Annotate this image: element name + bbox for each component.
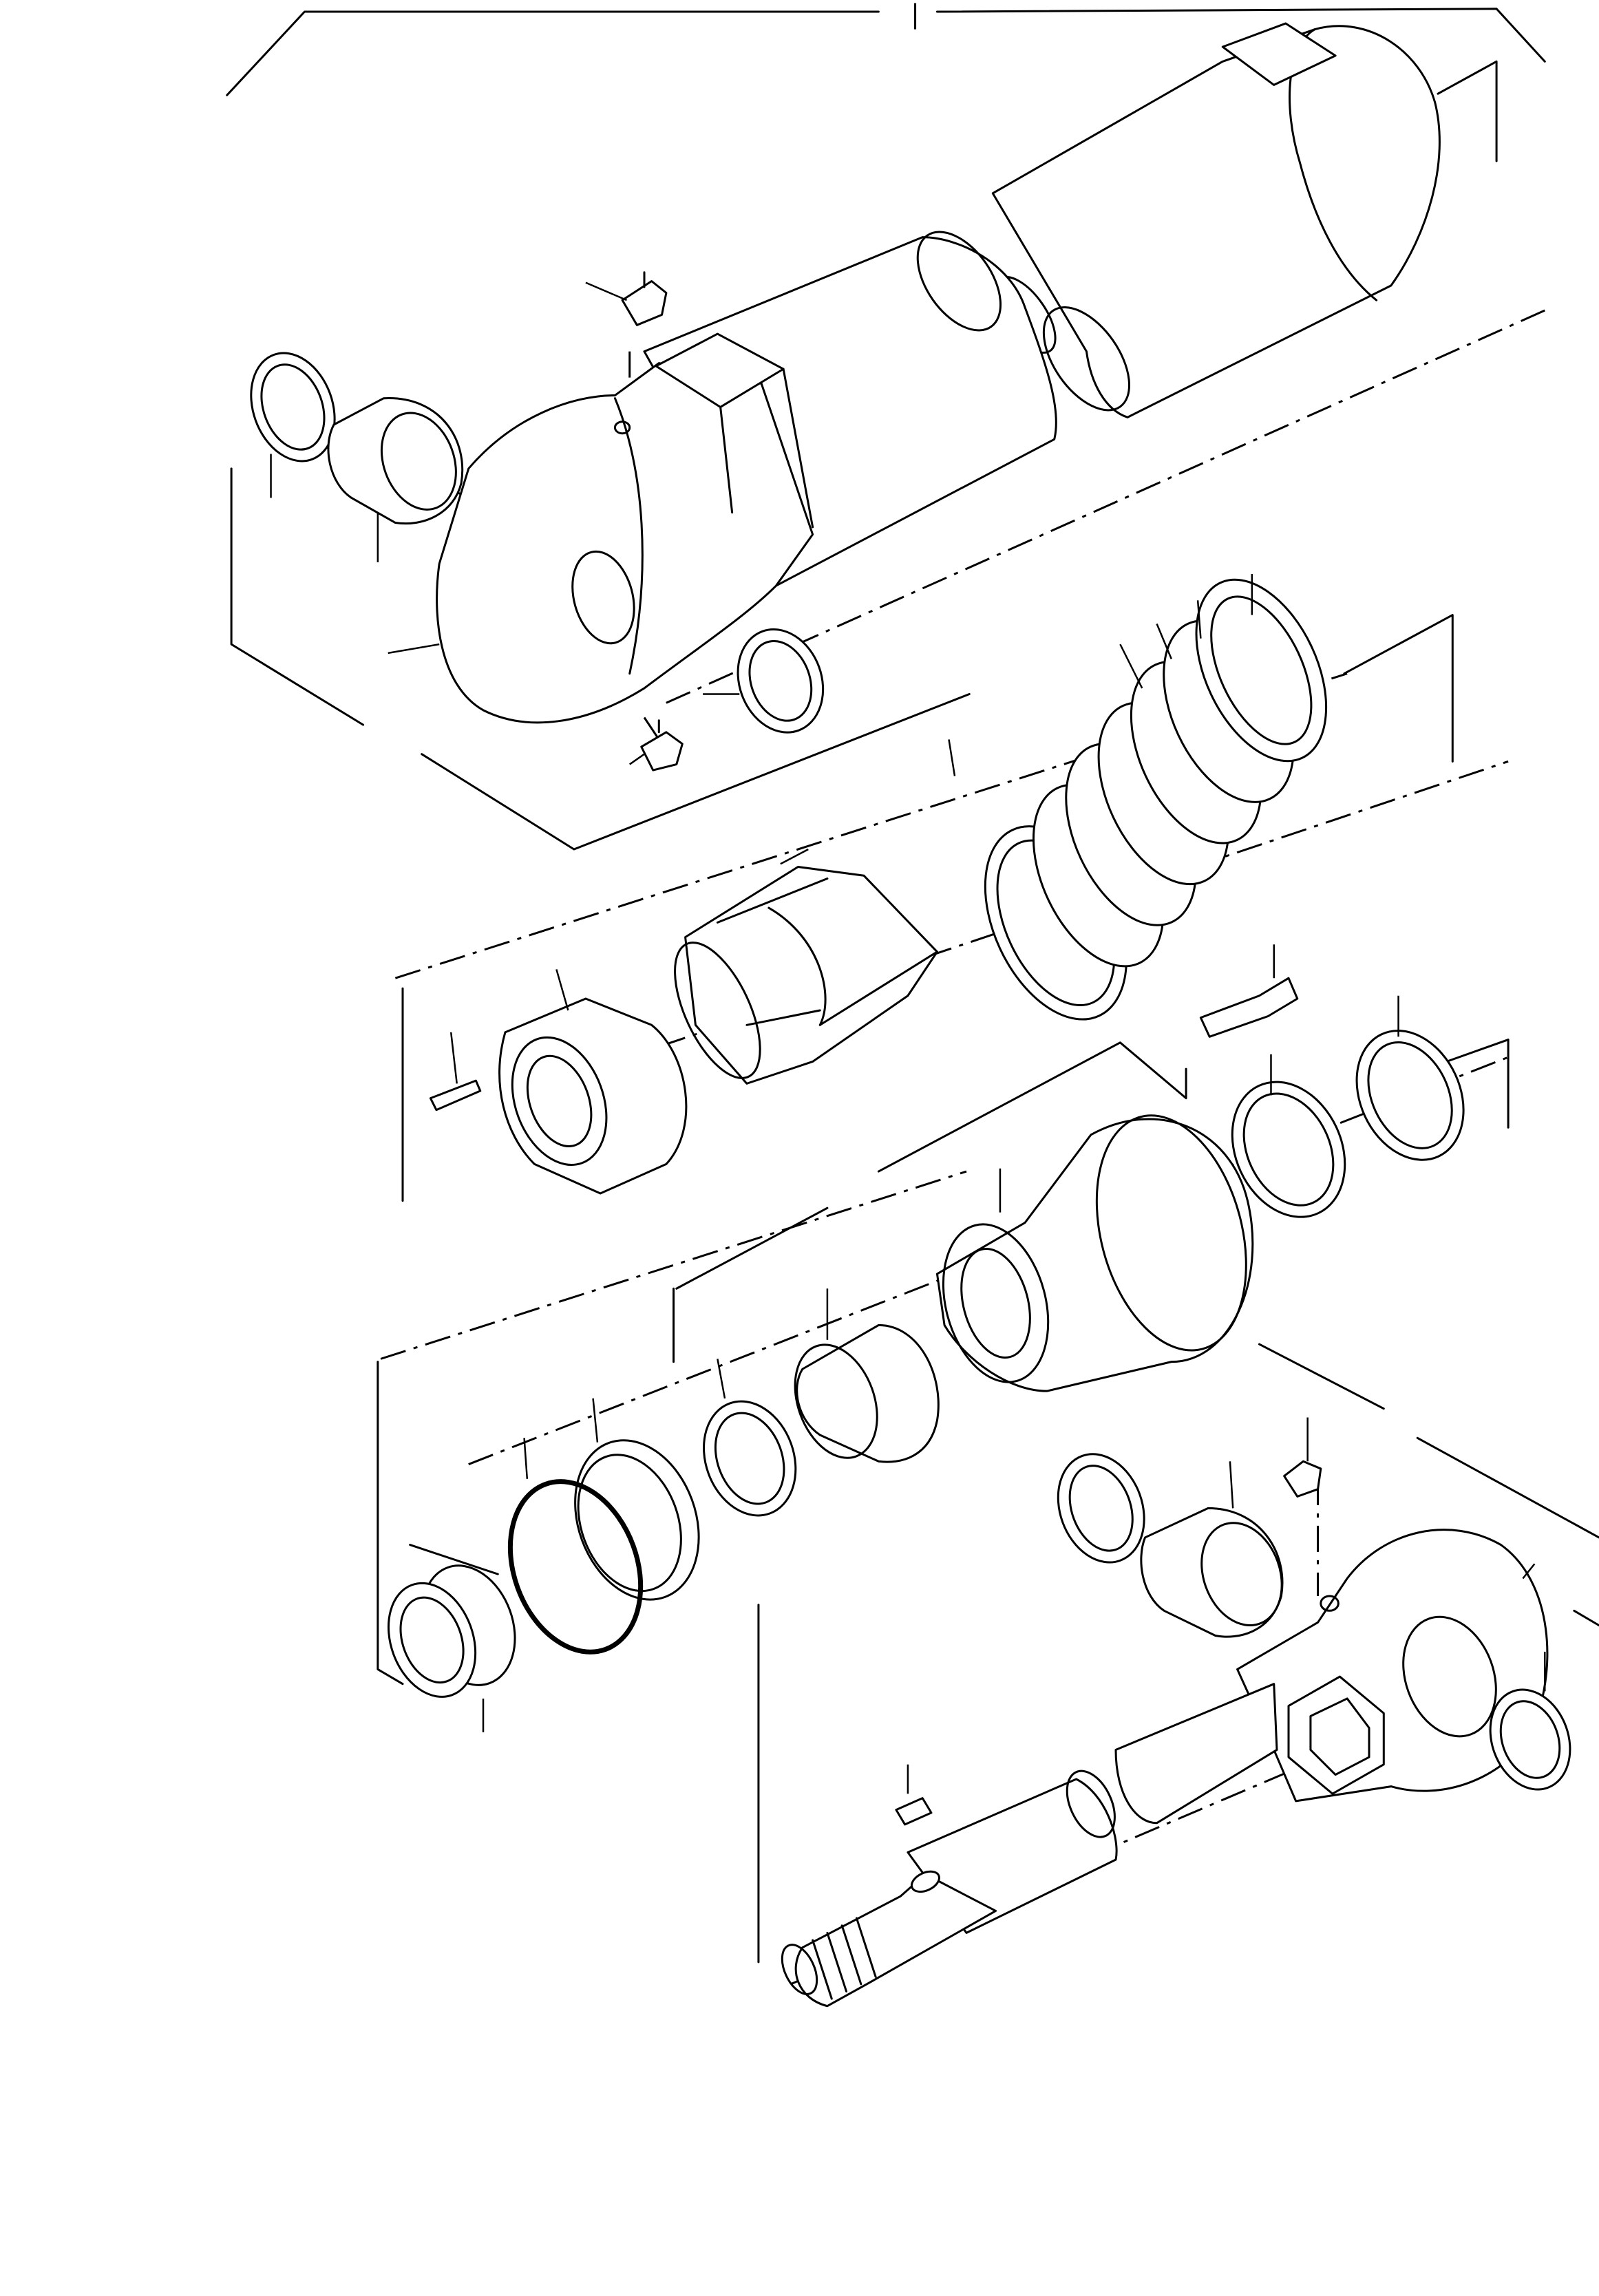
grease-fitting-bottom <box>630 721 683 770</box>
snap-ring <box>688 1359 811 1528</box>
cylinder-tube <box>437 23 1440 723</box>
bottom-dust-seal-right <box>703 617 837 745</box>
piston-seal <box>1337 996 1484 1178</box>
grease-fitting-rod <box>1284 1417 1321 1496</box>
set-screw <box>430 1032 480 1110</box>
piston-rod <box>775 1684 1277 2006</box>
frame-lines <box>227 9 1599 1962</box>
rod-end-dust-seal <box>1044 1442 1158 1575</box>
piston-rings-stack <box>899 560 1415 1042</box>
grease-fitting-top <box>586 273 666 326</box>
cushion-sleeve <box>657 849 937 1090</box>
o-ring <box>487 1438 663 1670</box>
bottom-dust-seal <box>237 341 349 498</box>
piston-nut <box>496 969 686 1193</box>
rod-key <box>896 1765 931 1825</box>
rod-eye <box>1238 1530 1547 1801</box>
wear-ring <box>1211 1054 1366 1235</box>
piston-bolt <box>1200 944 1297 1037</box>
rod-end-dust-seal-right <box>1477 1652 1584 1801</box>
backup-ring <box>554 1399 720 1617</box>
rod-seal <box>373 1553 531 1732</box>
rod-end-bushing <box>1141 1461 1295 1637</box>
piston <box>926 1098 1270 1394</box>
rod-bushing <box>781 1288 939 1469</box>
bottom-bushing <box>328 398 469 562</box>
